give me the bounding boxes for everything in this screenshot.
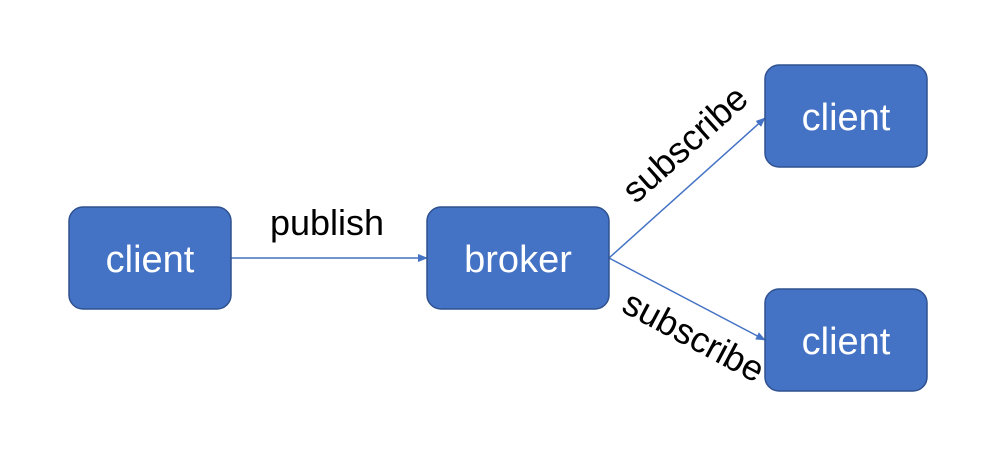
subscribe-bottom-label: subscribe: [616, 282, 771, 391]
broker-box: [426, 206, 610, 310]
broker-label: broker: [464, 239, 572, 281]
publisher-client-label: client: [106, 239, 195, 281]
subscribe-bottom-arrow: [608, 257, 766, 341]
publisher-client-node: client: [68, 206, 232, 310]
subscriber-top-client-label: client: [802, 97, 891, 139]
broker-node: broker: [426, 206, 610, 310]
publisher-client-box: [68, 206, 232, 310]
subscriber-top-client-box: [764, 64, 928, 168]
subscribe-top-arrow: [608, 117, 766, 259]
subscriber-bottom-client-node: client: [764, 288, 928, 392]
subscriber-bottom-client-label: client: [802, 321, 891, 363]
publish-label: publish: [270, 202, 384, 243]
subscriber-bottom-client-box: [764, 288, 928, 392]
subscriber-top-client-node: client: [764, 64, 928, 168]
